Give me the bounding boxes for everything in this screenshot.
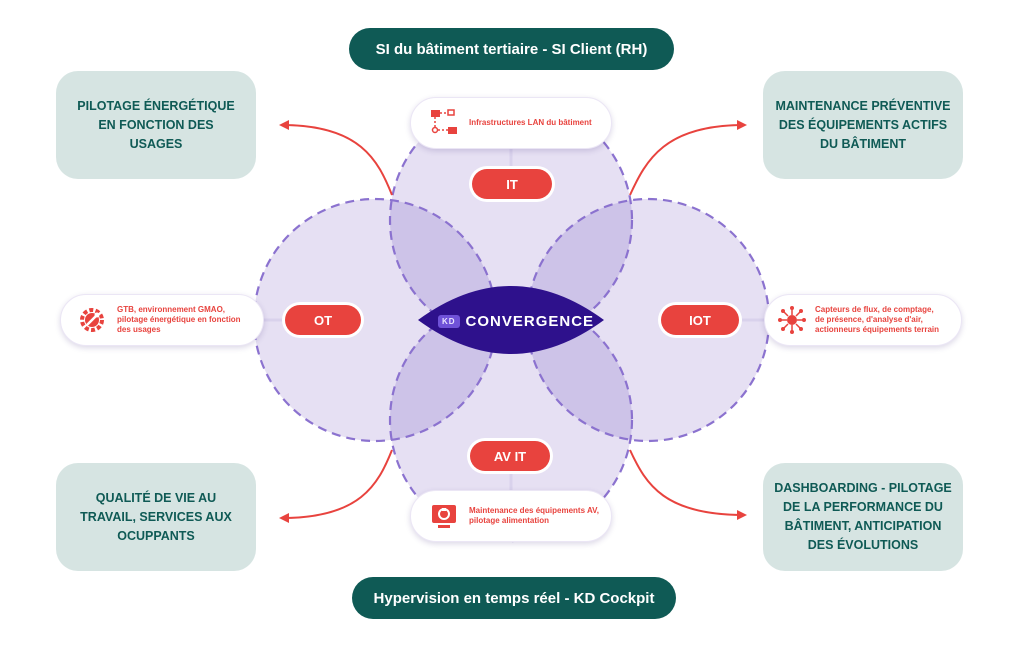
avit-ot-overlap bbox=[390, 299, 496, 441]
it-card-text: Infrastructures LAN du bâtiment bbox=[469, 118, 592, 127]
corner-box-bottom-left: QUALITÉ DE VIE AU TRAVAIL, SERVICES AUX … bbox=[56, 463, 256, 571]
convergence-label: KD CONVERGENCE bbox=[426, 309, 606, 333]
convergence-lens bbox=[418, 286, 604, 354]
corner-text-bottom-right: DASHBOARDING - PILOTAGE DE LA PERFORMANC… bbox=[774, 481, 952, 552]
it-pill-label: IT bbox=[506, 176, 518, 192]
corner-text-bottom-left: QUALITÉ DE VIE AU TRAVAIL, SERVICES AUX … bbox=[80, 490, 232, 543]
bottom-title-pill: Hypervision en temps réel - KD Cockpit bbox=[352, 577, 676, 619]
iot-card-text: Capteurs de flux, de comptage, de présen… bbox=[815, 305, 940, 334]
corner-box-top-left: PILOTAGE ÉNERGÉTIQUE EN FONCTION DES USA… bbox=[56, 71, 256, 179]
it-pill: IT bbox=[472, 169, 552, 199]
iot-pill: IOT bbox=[661, 305, 739, 335]
sensor-hub-icon bbox=[777, 305, 807, 335]
avit-card: Maintenance des équipements AV, pilotage… bbox=[410, 490, 612, 542]
avit-circle-outline bbox=[388, 297, 634, 543]
corner-text-top-left: PILOTAGE ÉNERGÉTIQUE EN FONCTION DES USA… bbox=[77, 98, 235, 151]
avit-card-text: Maintenance des équipements AV, pilotage… bbox=[469, 506, 599, 525]
top-title-pill: SI du bâtiment tertiaire - SI Client (RH… bbox=[349, 28, 674, 70]
gear-wrench-icon bbox=[77, 305, 107, 335]
it-ot-overlap bbox=[390, 199, 496, 341]
ot-card-text: GTB, environnement GMAO, pilotage énergé… bbox=[117, 305, 241, 334]
ot-pill-label: OT bbox=[313, 312, 333, 328]
it-card: Infrastructures LAN du bâtiment bbox=[410, 97, 612, 149]
maintenance-icon bbox=[429, 501, 459, 531]
it-iot-overlap bbox=[527, 199, 632, 341]
iot-pill-label: IOT bbox=[689, 312, 711, 328]
avit-iot-overlap bbox=[527, 299, 632, 441]
avit-pill: AV IT bbox=[470, 441, 550, 471]
top-title: SI du bâtiment tertiaire - SI Client (RH… bbox=[375, 40, 648, 58]
arrow-top-left bbox=[279, 120, 393, 196]
arrow-bottom-left bbox=[279, 449, 393, 523]
convergence-text: CONVERGENCE bbox=[465, 312, 595, 330]
arrow-top-right bbox=[629, 120, 747, 196]
kd-logo-badge: KD bbox=[437, 314, 460, 328]
network-icon bbox=[429, 108, 459, 138]
ot-pill: OT bbox=[285, 305, 361, 335]
iot-card: Capteurs de flux, de comptage, de présen… bbox=[764, 294, 962, 346]
it-circle-outline bbox=[388, 97, 634, 343]
corner-box-top-right: MAINTENANCE PRÉVENTIVE DES ÉQUIPEMENTS A… bbox=[763, 71, 963, 179]
corner-text-top-right: MAINTENANCE PRÉVENTIVE DES ÉQUIPEMENTS A… bbox=[775, 98, 951, 151]
corner-box-bottom-right: DASHBOARDING - PILOTAGE DE LA PERFORMANC… bbox=[763, 463, 963, 571]
bottom-title: Hypervision en temps réel - KD Cockpit bbox=[373, 589, 655, 607]
avit-pill-label: AV IT bbox=[493, 448, 527, 464]
ot-card: GTB, environnement GMAO, pilotage énergé… bbox=[60, 294, 264, 346]
arrow-bottom-right bbox=[629, 449, 747, 520]
